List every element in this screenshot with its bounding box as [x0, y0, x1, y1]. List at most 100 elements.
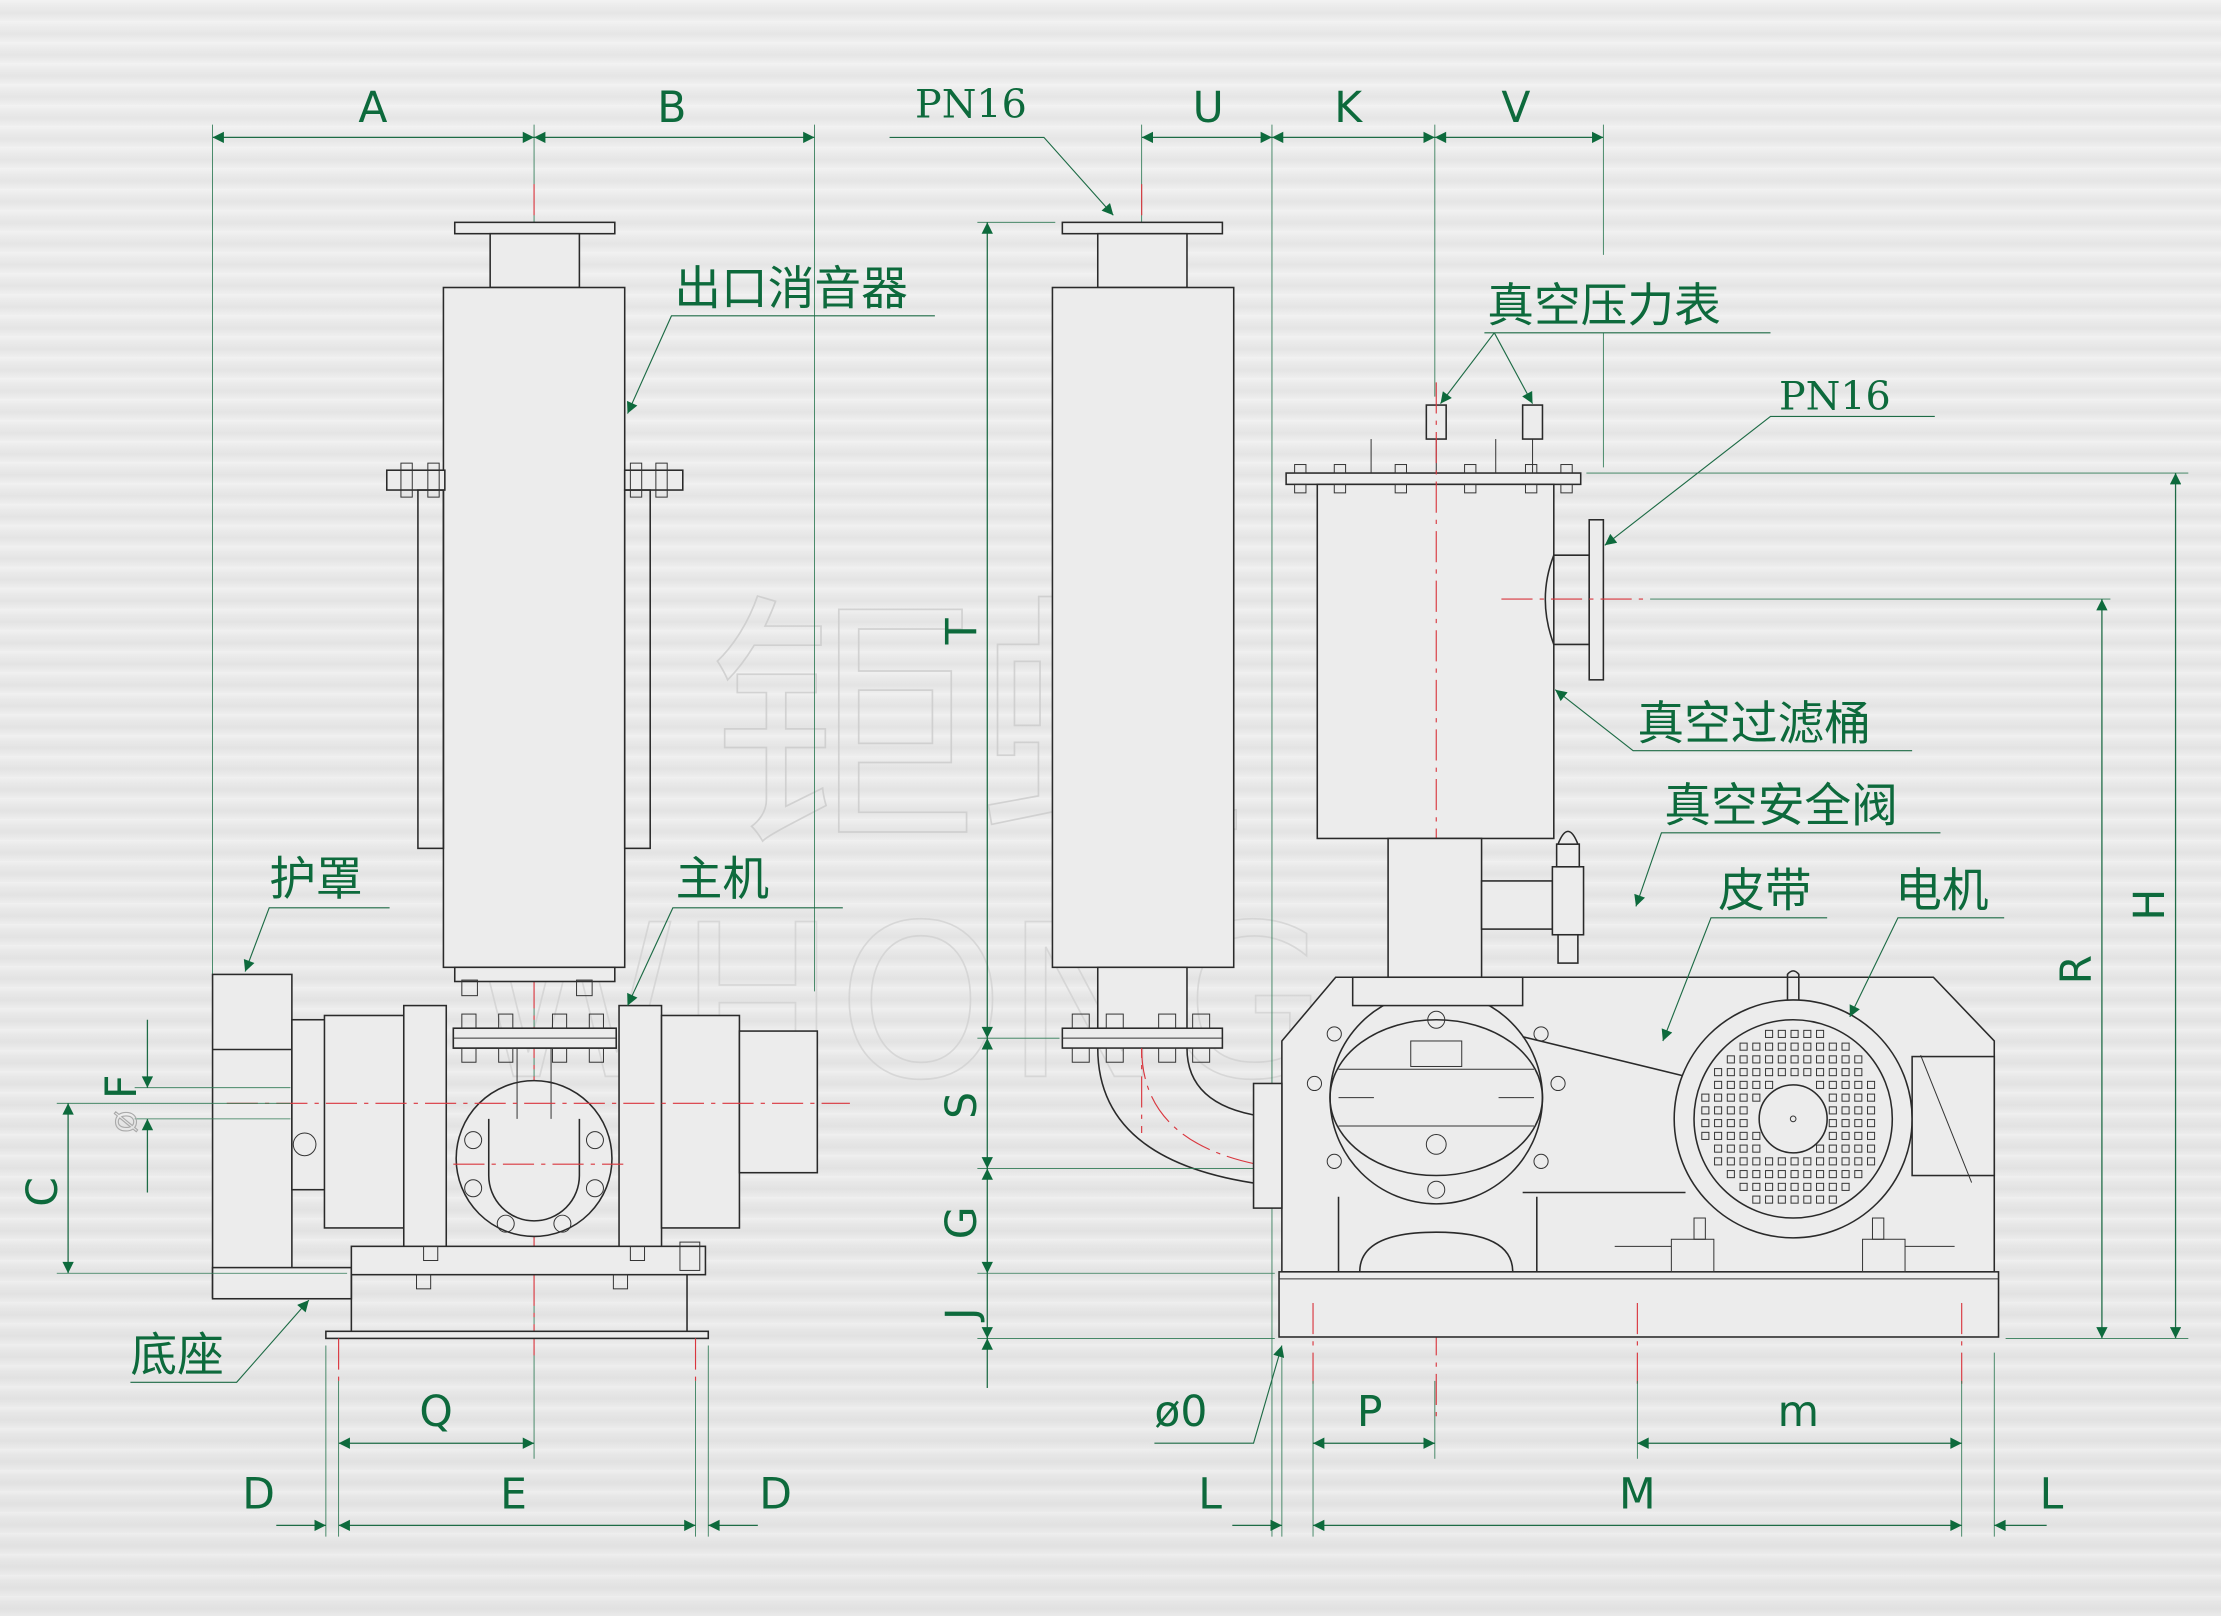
- elbow-pipe-outer: [1096, 1048, 1261, 1185]
- pump-end-cover: [1252, 1082, 1283, 1209]
- label-vacuum-gauge: 真空压力表: [1487, 280, 1721, 334]
- grille-slot: [1701, 1131, 1710, 1140]
- grille-slot: [1777, 1195, 1786, 1204]
- grille-slot: [1803, 1182, 1812, 1191]
- grille-slot: [1777, 1182, 1786, 1191]
- grille-slot: [1752, 1195, 1761, 1204]
- grille-slot: [1714, 1068, 1723, 1077]
- grille-slot: [1765, 1042, 1774, 1051]
- grille-slot: [1765, 1055, 1774, 1064]
- label-belt: 皮带: [1718, 864, 1811, 918]
- dim-label-R: R: [2053, 955, 2102, 985]
- grille-slot: [1765, 1195, 1774, 1204]
- grille-slot: [1828, 1080, 1837, 1089]
- grille-slot: [1816, 1182, 1825, 1191]
- label-outlet-silencer: 出口消音器: [674, 263, 908, 317]
- grille-slot: [1790, 1055, 1799, 1064]
- label-base: 底座: [130, 1329, 223, 1383]
- grille-slot: [1867, 1093, 1876, 1102]
- dim-label-S: S: [938, 1092, 987, 1119]
- end-cover-left: [323, 1014, 405, 1229]
- elbow-pipe-inner: [1186, 1048, 1261, 1117]
- inlet-flange: [455, 1079, 613, 1238]
- motor-fan-grille: [1701, 1029, 1876, 1204]
- grille-slot: [1752, 1080, 1761, 1089]
- grille-slot: [1790, 1029, 1799, 1038]
- leader-gauge-right: [1493, 332, 1534, 404]
- dim-label-B: B: [657, 84, 686, 133]
- grille-slot: [1803, 1042, 1812, 1051]
- belt-guard: [211, 973, 293, 1299]
- dim-label-U: U: [1193, 84, 1224, 133]
- grille-slot: [1739, 1170, 1748, 1179]
- grille-slot: [1739, 1182, 1748, 1191]
- leader-gauge-left: [1440, 332, 1495, 404]
- grille-slot: [1828, 1042, 1837, 1051]
- grille-slot: [1854, 1106, 1863, 1115]
- grille-slot: [1777, 1029, 1786, 1038]
- grille-slot: [1752, 1055, 1761, 1064]
- grille-slot: [1816, 1068, 1825, 1077]
- dim-label-O-hole: ø0: [1154, 1388, 1207, 1437]
- grille-slot: [1739, 1131, 1748, 1140]
- dim-label-A: A: [358, 84, 387, 133]
- grille-slot: [1841, 1170, 1850, 1179]
- grille-slot: [1816, 1029, 1825, 1038]
- grille-slot: [1714, 1106, 1723, 1115]
- grille-slot: [1841, 1042, 1850, 1051]
- grille-slot: [1841, 1080, 1850, 1089]
- grille-slot: [1752, 1157, 1761, 1166]
- grille-slot: [1739, 1042, 1748, 1051]
- grille-slot: [1828, 1195, 1837, 1204]
- grille-slot: [1739, 1106, 1748, 1115]
- gear-cover-right: [738, 1030, 819, 1174]
- leader-vacuum-filter: [1554, 689, 1913, 752]
- grille-slot: [1777, 1157, 1786, 1166]
- silencer-neck: [489, 232, 581, 289]
- leader-main-unit: [627, 907, 843, 1006]
- dim-label-L-left: L: [1198, 1470, 1222, 1519]
- grille-slot: [1701, 1119, 1710, 1128]
- grille-slot: [1714, 1119, 1723, 1128]
- grille-slot: [1803, 1170, 1812, 1179]
- grille-slot: [1765, 1157, 1774, 1166]
- dim-label-M: M: [1619, 1470, 1656, 1519]
- grille-slot: [1867, 1157, 1876, 1166]
- grille-slot: [1726, 1119, 1735, 1128]
- dim-label-E: E: [500, 1470, 527, 1519]
- grille-slot: [1816, 1042, 1825, 1051]
- grille-slot: [1739, 1144, 1748, 1153]
- label-safety-valve: 真空安全阀: [1664, 779, 1898, 833]
- dim-label-D-left: D: [242, 1470, 275, 1519]
- grille-slot: [1752, 1042, 1761, 1051]
- filter-tank-body: [1316, 483, 1555, 840]
- dim-label-H: H: [2126, 889, 2175, 921]
- grille-slot: [1777, 1170, 1786, 1179]
- flange-bolts: [461, 979, 604, 1063]
- base-foot: [325, 1330, 710, 1340]
- grille-slot: [1765, 1029, 1774, 1038]
- grille-slot: [1714, 1080, 1723, 1089]
- grille-slot: [1854, 1068, 1863, 1077]
- dim-label-V: V: [1501, 84, 1530, 133]
- grille-slot: [1803, 1157, 1812, 1166]
- grille-slot: [1714, 1144, 1723, 1153]
- leader-safety-valve: [1634, 832, 1941, 907]
- leader-hole-diameter: [1154, 1345, 1285, 1444]
- grille-slot: [1816, 1055, 1825, 1064]
- grille-slot: [1739, 1068, 1748, 1077]
- silencer-body: [442, 286, 626, 969]
- grille-slot: [1854, 1093, 1863, 1102]
- end-cover-right: [660, 1014, 741, 1229]
- leader-outlet-silencer: [627, 315, 935, 414]
- side-silencer-top-flange: [1061, 221, 1224, 235]
- dim-label-K: K: [1334, 84, 1363, 133]
- grille-slot: [1867, 1080, 1876, 1089]
- grille-slot: [1739, 1080, 1748, 1089]
- shaft-end: [292, 1132, 317, 1157]
- grille-slot: [1803, 1195, 1812, 1204]
- grille-slot: [1854, 1055, 1863, 1064]
- grille-slot: [1841, 1055, 1850, 1064]
- grille-slot: [1726, 1093, 1735, 1102]
- dim-label-J: J: [938, 1307, 987, 1323]
